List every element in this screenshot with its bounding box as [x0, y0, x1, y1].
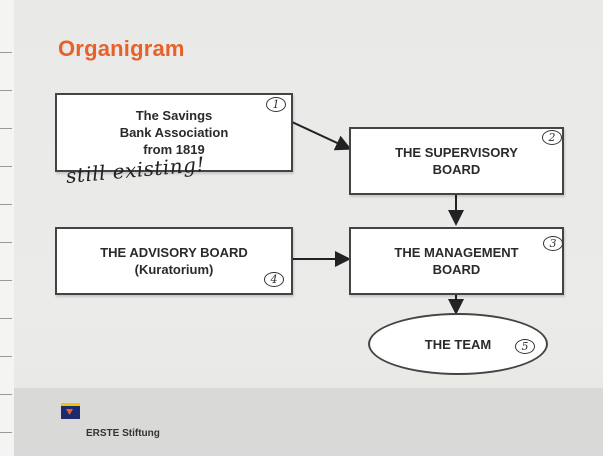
box-label: THE SUPERVISORY BOARD	[395, 145, 518, 177]
arrow-savings-to-supervisory	[291, 121, 352, 151]
slide-title: Organigram	[58, 36, 185, 61]
slide-footer: ERSTE Stiftung	[14, 388, 603, 456]
annotation-number-4: 4	[264, 272, 284, 287]
annotation-number-1: 1	[266, 97, 286, 112]
annotation-number-3: 3	[543, 236, 563, 251]
box-label: THE MANAGEMENT BOARD	[394, 245, 519, 277]
slide: Organigram The Savings Bank Association …	[14, 0, 603, 456]
box-label: THE TEAM	[424, 336, 492, 352]
box-supervisory-board: THE SUPERVISORY BOARD	[349, 127, 564, 195]
annotation-number-5: 5	[515, 339, 535, 354]
footer-brand-text: ERSTE Stiftung	[86, 428, 160, 439]
box-label: THE ADVISORY BOARD (Kuratorium)	[100, 245, 248, 277]
page-margin-lines	[0, 0, 14, 456]
connector-arrows	[291, 121, 464, 315]
annotation-number-2: 2	[542, 130, 562, 145]
box-management-board: THE MANAGEMENT BOARD	[349, 227, 564, 295]
box-label: The Savings Bank Association from 1819	[119, 108, 229, 157]
box-advisory-board: THE ADVISORY BOARD (Kuratorium)	[55, 227, 293, 295]
erste-logo-icon	[61, 403, 80, 419]
box-savings-bank-association: The Savings Bank Association from 1819	[55, 93, 293, 172]
